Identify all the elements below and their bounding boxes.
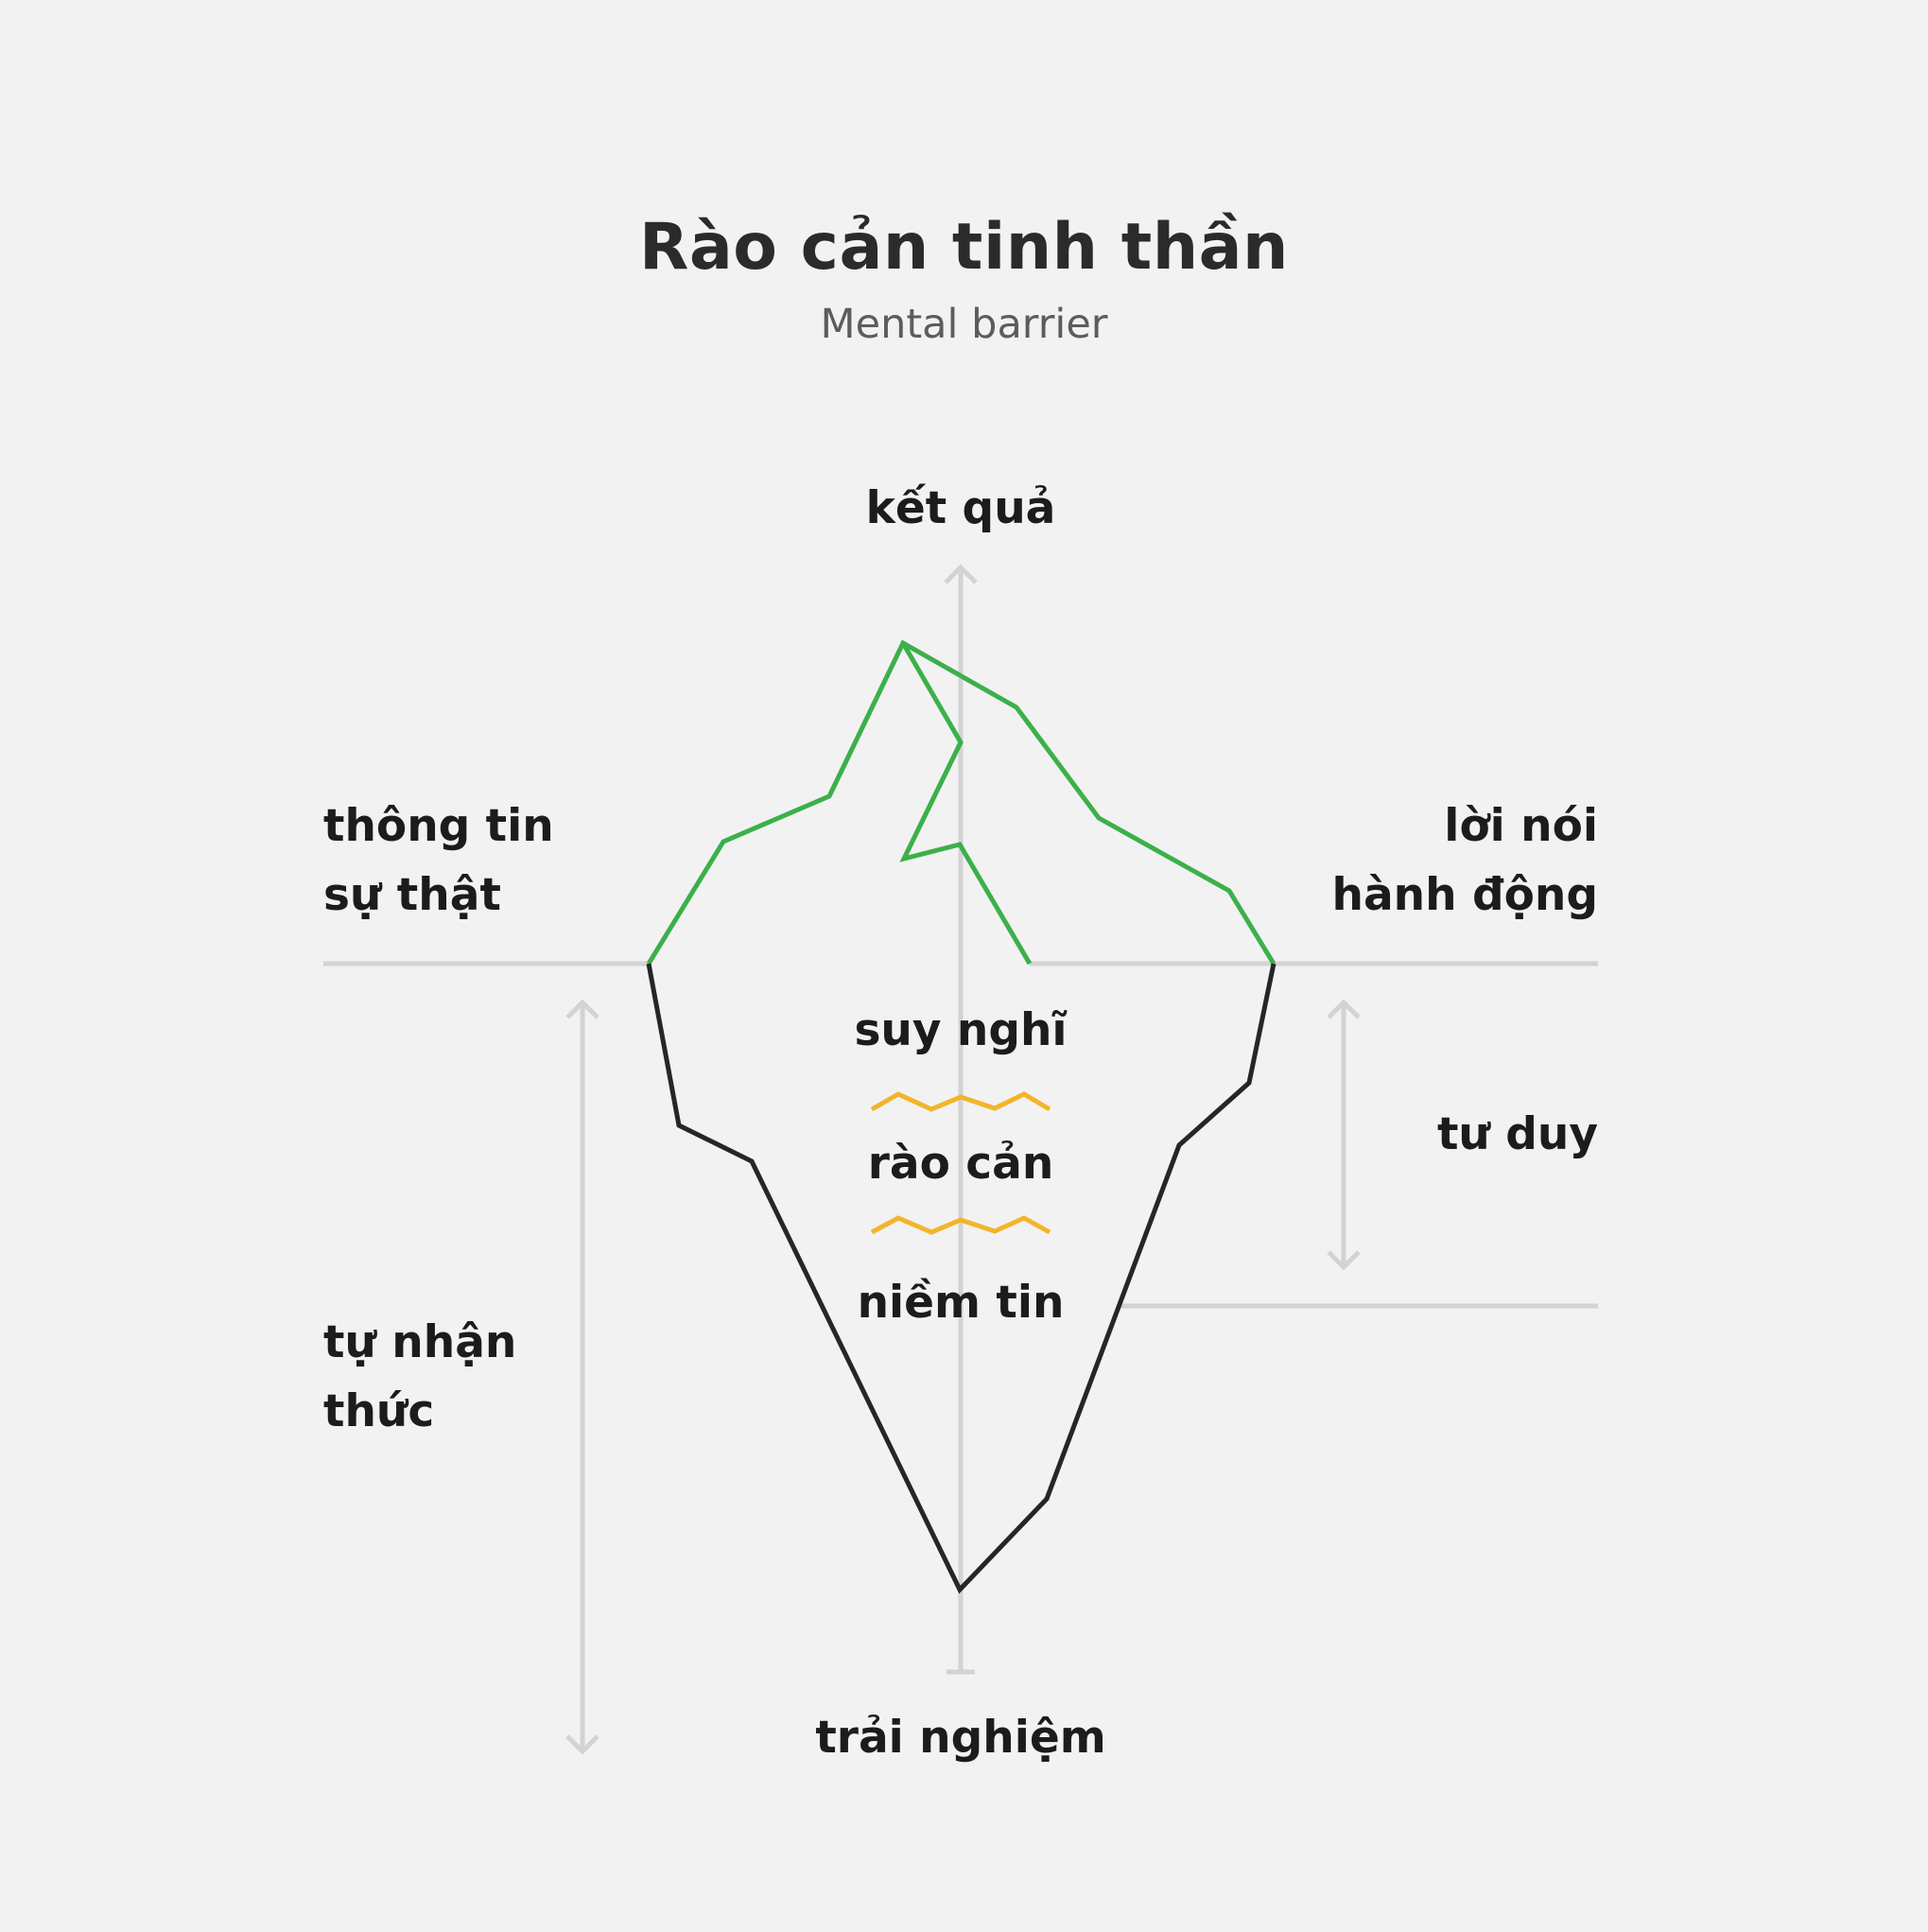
label-words: lời nói [1444, 800, 1598, 852]
label-beliefs: niềm tin [857, 1277, 1065, 1329]
barrier-wave-lower-icon [870, 1215, 1051, 1235]
self-awareness-arrowhead-down-icon [565, 1734, 599, 1755]
label-experience: trải nghiệm [815, 1712, 1106, 1764]
label-barrier: rào cản [867, 1138, 1054, 1190]
label-self-awareness-line1: tự nhận [323, 1316, 517, 1368]
label-thoughts: suy nghĩ [854, 1004, 1068, 1056]
iceberg-tip-crevice [899, 641, 1033, 966]
page-title: Rào cản tinh thần [639, 210, 1289, 285]
barrier-wave-upper-icon [870, 1091, 1051, 1112]
label-information: thông tin [323, 800, 554, 852]
center-axis-arrowhead-icon [944, 564, 978, 584]
iceberg-underwater-outline [646, 963, 1277, 1594]
page-subtitle: Mental barrier [820, 301, 1108, 348]
label-actions: hành động [1331, 869, 1599, 921]
self-awareness-arrowhead-up-icon [565, 999, 599, 1019]
label-mindset: tư duy [1436, 1108, 1598, 1160]
label-self-awareness-line2: thức [323, 1385, 435, 1437]
mindset-arrowhead-up-icon [1327, 999, 1361, 1019]
label-facts: sự thật [323, 869, 501, 921]
mindset-arrowhead-down-icon [1327, 1250, 1361, 1271]
iceberg-tip-outline [646, 639, 1277, 966]
label-results: kết quả [865, 482, 1056, 534]
